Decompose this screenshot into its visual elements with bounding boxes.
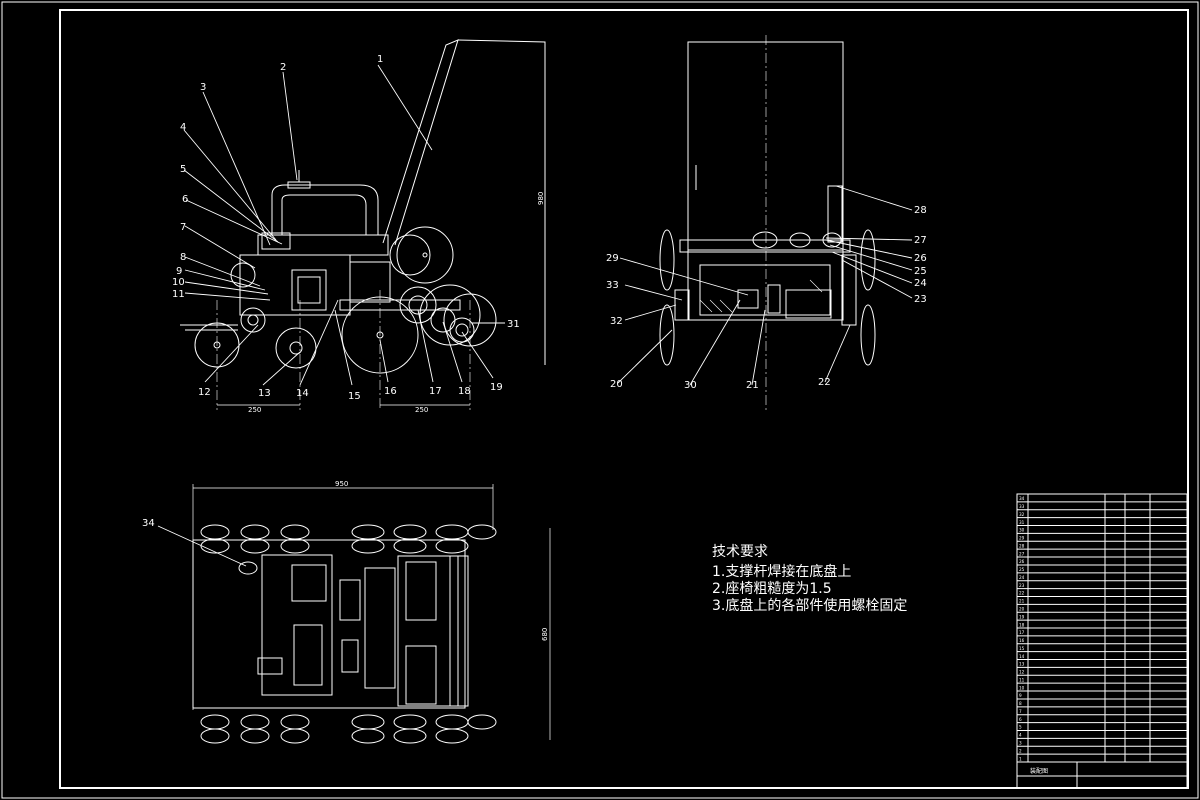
- bom-row-number: 9: [1019, 693, 1022, 698]
- callout-24: 24: [914, 278, 927, 289]
- bom-row-number: 6: [1019, 717, 1022, 722]
- tech-item-3: 3.底盘上的各部件使用螺栓固定: [712, 597, 907, 614]
- bom-row-number: 4: [1019, 733, 1022, 738]
- sheet-inner-frame: [59, 9, 1189, 789]
- side-wheel-left-upper: [659, 229, 675, 291]
- callout-14: 14: [296, 388, 309, 399]
- callout-16: 16: [384, 386, 397, 397]
- side-view: 28 27 26 25 24 23 22 21 30 20 32 33 29: [606, 35, 927, 410]
- roller-upper: [396, 226, 454, 284]
- callout-1: 1: [377, 54, 383, 65]
- bom-row-number: 18: [1019, 622, 1025, 627]
- callout-3: 3: [200, 82, 206, 93]
- bom-row-number: 1: [1019, 756, 1022, 761]
- dim-depth: 680: [541, 628, 549, 641]
- bom-row-number: 16: [1019, 638, 1025, 643]
- dim-wheel-left: 250: [248, 406, 261, 414]
- bom-title: 装配图: [1030, 767, 1048, 775]
- callout-28: 28: [914, 205, 927, 216]
- bom-row-number: 11: [1019, 677, 1025, 682]
- bom-row-number: 13: [1019, 662, 1025, 667]
- callout-20: 20: [610, 379, 623, 390]
- callout-7: 7: [180, 222, 186, 233]
- bom-row-number: 33: [1019, 504, 1025, 509]
- hopper-body: [687, 41, 844, 251]
- brush-wheel-a: [399, 286, 437, 324]
- seat-back: [271, 184, 379, 235]
- callout-34: 34: [142, 518, 155, 529]
- front-view: 250 250 980 1 2 3 4 5 6 7 8 9 10 11 12: [172, 39, 546, 414]
- callout-32: 33: [606, 280, 619, 291]
- bom-row-number: 24: [1019, 575, 1025, 580]
- bom-row-number: 19: [1019, 614, 1025, 619]
- callout-15: 15: [348, 391, 361, 402]
- bom-row-number: 27: [1019, 551, 1025, 556]
- callout-18: 18: [458, 386, 471, 397]
- callout-2: 2: [280, 62, 286, 73]
- bom-row-number: 14: [1019, 654, 1025, 659]
- drive-wheel: [275, 327, 317, 369]
- tech-item-1: 1.支撑杆焊接在底盘上: [712, 563, 851, 580]
- callout-29: 30: [684, 380, 697, 391]
- bom-row-number: 32: [1019, 512, 1025, 517]
- dim-wheel-right: 250: [415, 406, 428, 414]
- bom-row-number: 7: [1019, 709, 1022, 714]
- bom-row-number: 34: [1019, 496, 1025, 501]
- callout-21: 21: [746, 380, 759, 391]
- bom-row-number: 26: [1019, 559, 1025, 564]
- bom-row-number: 23: [1019, 583, 1025, 588]
- bom-row-number: 28: [1019, 543, 1025, 548]
- callout-17: 17: [429, 386, 442, 397]
- callout-4: 4: [180, 122, 186, 133]
- dim-height: 980: [537, 192, 545, 205]
- bom-row-number: 5: [1019, 725, 1022, 730]
- bom-row-number: 30: [1019, 528, 1025, 533]
- dim-width: 950: [335, 480, 348, 488]
- bom-row-number: 2: [1019, 748, 1022, 753]
- bom-row-number: 15: [1019, 646, 1025, 651]
- callout-19: 19: [490, 382, 503, 393]
- callout-26: 26: [914, 253, 927, 264]
- tech-item-2: 2.座椅粗糙度为1.5: [712, 581, 832, 597]
- callout-30: 32: [610, 316, 623, 327]
- bom-row-number: 22: [1019, 591, 1025, 596]
- bom-table: 装配图 343332313029282726252423222120191817…: [1016, 493, 1188, 789]
- callout-8: 8: [180, 252, 186, 263]
- callout-9: 9: [176, 266, 182, 277]
- chassis-plan: [192, 539, 466, 709]
- callout-6: 6: [182, 194, 188, 205]
- callout-11: 11: [172, 289, 185, 300]
- bom-row-number: 31: [1019, 520, 1025, 525]
- callout-5: 5: [180, 164, 186, 175]
- callout-33: 29: [606, 253, 619, 264]
- top-view: 950 680: [142, 480, 551, 744]
- callout-27: 27: [914, 235, 927, 246]
- bom-row-number: 25: [1019, 567, 1025, 572]
- bom-row-number: 29: [1019, 536, 1025, 541]
- callout-13: 13: [258, 388, 271, 399]
- callout-10: 10: [172, 277, 185, 288]
- bom-row-number: 10: [1019, 685, 1025, 690]
- chassis-body: [257, 234, 389, 256]
- bom-row-number: 21: [1019, 599, 1025, 604]
- bom-row-number: 17: [1019, 630, 1025, 635]
- bom-row-number: 3: [1019, 741, 1022, 746]
- side-wheel-left-lower: [659, 304, 675, 366]
- side-wheel-right-upper: [860, 229, 876, 291]
- bom-row-number: 12: [1019, 670, 1025, 675]
- callout-12: 12: [198, 387, 211, 398]
- bom-row-number: 20: [1019, 607, 1025, 612]
- callout-31: 31: [507, 319, 520, 330]
- callout-25: 25: [914, 266, 927, 277]
- push-handle: [382, 39, 459, 246]
- side-wheel-right-lower: [860, 304, 876, 366]
- callout-22: 22: [818, 377, 831, 388]
- callout-23: 23: [914, 294, 927, 305]
- technical-requirements: 技术要求 1.支撑杆焊接在底盘上 2.座椅粗糙度为1.5 3.底盘上的各部件使用…: [712, 544, 907, 614]
- tech-heading: 技术要求: [712, 544, 768, 560]
- bom-row-number: 8: [1019, 701, 1022, 706]
